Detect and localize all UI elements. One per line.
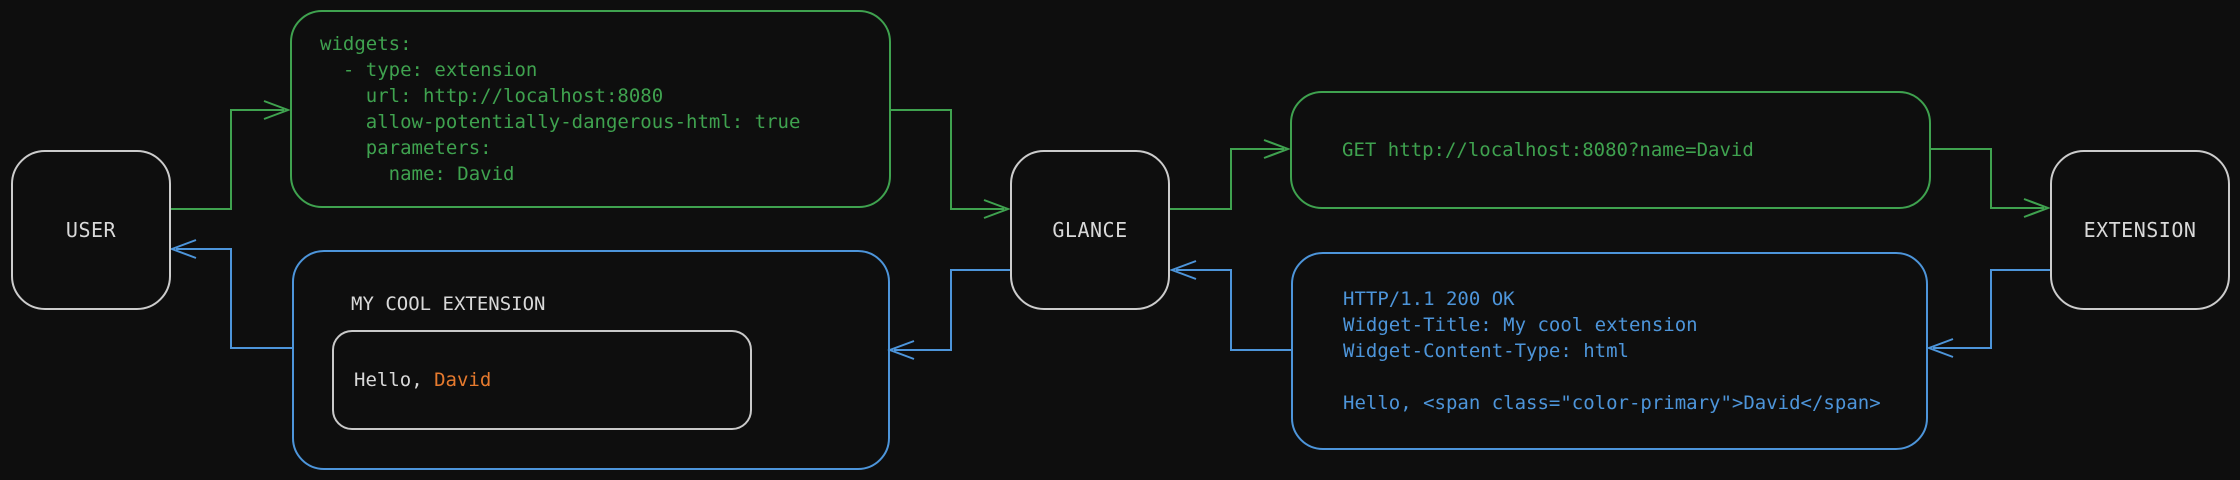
arrowhead-widget-to-user bbox=[169, 239, 197, 259]
config-snippet-box: widgets: - type: extension url: http://l… bbox=[290, 10, 891, 208]
widget-preview-box: MY COOL EXTENSION Hello, David bbox=[292, 250, 890, 470]
glance-node: GLANCE bbox=[1010, 150, 1170, 310]
connector-request-to-extension bbox=[1931, 148, 2044, 209]
extension-node-label: EXTENSION bbox=[2083, 218, 2197, 242]
connector-widget-to-user bbox=[176, 248, 292, 349]
glance-node-label: GLANCE bbox=[1052, 218, 1128, 242]
extension-node: EXTENSION bbox=[2050, 150, 2230, 310]
connector-extension-to-response bbox=[1933, 269, 2050, 349]
arrowhead-extension-to-response bbox=[1926, 338, 1954, 358]
arrowhead-glance-to-widget bbox=[887, 340, 915, 360]
widget-preview-title: MY COOL EXTENSION bbox=[351, 293, 546, 315]
request-snippet-box: GET http://localhost:8080?name=David bbox=[1290, 91, 1931, 209]
user-node-label: USER bbox=[65, 218, 117, 242]
connector-user-to-config bbox=[171, 109, 284, 210]
request-snippet-code: GET http://localhost:8080?name=David bbox=[1342, 139, 1754, 161]
arrowhead-user-to-config bbox=[263, 100, 291, 120]
connector-response-to-glance bbox=[1176, 269, 1291, 351]
connector-glance-to-request bbox=[1170, 148, 1284, 210]
greeting-prefix-text: Hello, bbox=[354, 369, 435, 391]
arrowhead-request-to-extension bbox=[2023, 198, 2051, 218]
response-snippet-box: HTTP/1.1 200 OK Widget-Title: My cool ex… bbox=[1291, 252, 1928, 450]
connector-config-to-glance bbox=[891, 109, 1004, 210]
widget-greeting-box: Hello, David bbox=[332, 330, 752, 430]
arrowhead-config-to-glance bbox=[983, 199, 1011, 219]
user-node: USER bbox=[11, 150, 171, 310]
arrowhead-response-to-glance bbox=[1169, 260, 1197, 280]
arrowhead-glance-to-request bbox=[1263, 139, 1291, 159]
greeting-name-text: David bbox=[434, 369, 492, 391]
connector-glance-to-widget bbox=[894, 269, 1010, 351]
response-snippet-code: HTTP/1.1 200 OK Widget-Title: My cool ex… bbox=[1343, 288, 1881, 414]
config-snippet-code: widgets: - type: extension url: http://l… bbox=[320, 33, 801, 185]
